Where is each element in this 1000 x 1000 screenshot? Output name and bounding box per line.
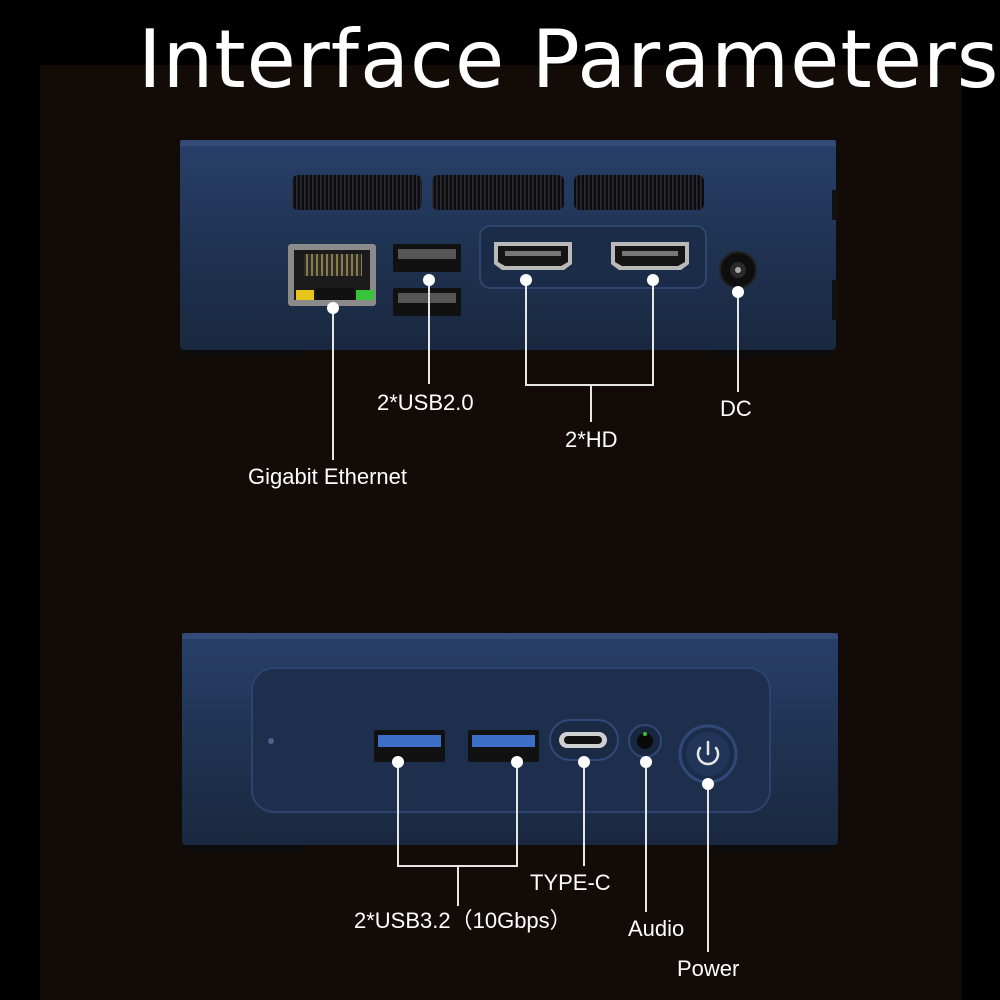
label-type-c: TYPE-C	[530, 870, 611, 895]
vent-right	[574, 175, 704, 210]
led-yellow	[296, 290, 314, 300]
side-notch	[832, 190, 838, 220]
audio-jack-icon	[628, 724, 662, 758]
front-callout-lines	[397, 762, 709, 952]
label-audio: Audio	[628, 916, 685, 941]
ethernet-port-icon	[288, 244, 376, 306]
rear-panel	[180, 140, 838, 357]
label-dc: DC	[720, 396, 752, 421]
status-led	[268, 738, 274, 744]
label-hd: 2*HD	[565, 427, 618, 452]
rear-callout-lines	[332, 280, 739, 460]
hd-recess	[479, 225, 707, 289]
label-gigabit-ethernet: Gigabit Ethernet	[248, 464, 407, 489]
vent-left	[292, 175, 422, 210]
front-panel	[182, 633, 838, 852]
type-c-port-icon	[549, 719, 619, 761]
label-power: Power	[677, 956, 740, 981]
power-button-icon	[678, 724, 738, 784]
usb2-port-icon	[393, 244, 461, 316]
usb3-port-icon	[374, 730, 539, 762]
label-usb32: 2*USB3.2（10Gbps）	[354, 908, 572, 933]
front-callout-dots	[392, 756, 714, 790]
rear-callout-dots	[327, 274, 744, 314]
hdmi-port-icon	[494, 242, 689, 270]
dc-jack-icon	[719, 251, 757, 289]
vent-middle	[432, 175, 564, 210]
led-green	[356, 290, 374, 300]
label-usb2: 2*USB2.0	[377, 390, 474, 415]
page-title: Interface Parameters	[138, 13, 1000, 106]
